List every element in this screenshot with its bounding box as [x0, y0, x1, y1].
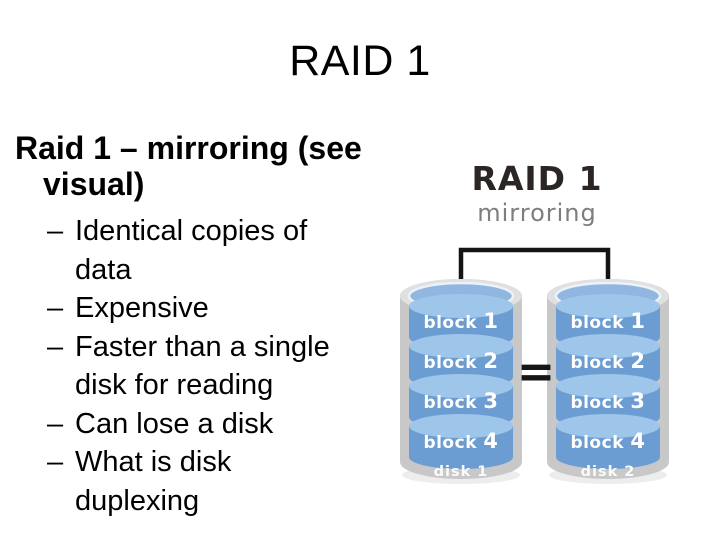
bullet-list: –Identical copies of data –Expensive –Fa… [47, 212, 377, 520]
bullet-text: Faster than a single [75, 330, 330, 363]
svg-text:block 3: block 3 [423, 389, 498, 413]
list-item: –Identical copies of data [47, 212, 377, 289]
block-band: block 4 [556, 414, 660, 469]
bullet-text: Can lose a disk [75, 407, 274, 440]
heading-line: visual) [43, 166, 145, 202]
dash-bullet-icon: – [47, 292, 64, 324]
disk-cylinder: block 1 block 2 block 3 block 4 disk 2 [547, 279, 669, 484]
heading-line: Raid 1 – mirroring (see [15, 130, 362, 166]
raid1-mirroring-diagram: RAID 1 mirroring block 1 block 2 [400, 159, 669, 484]
list-item: –Can lose a disk [47, 405, 377, 444]
svg-text:block 2: block 2 [570, 349, 645, 373]
dash-bullet-icon: – [47, 407, 64, 440]
list-item: –Expensive [47, 289, 377, 328]
mirror-connector-line [458, 247, 611, 297]
bullet-text: Identical copies of [75, 215, 308, 247]
equals-sign: = [517, 344, 556, 398]
page-title: RAID 1 [289, 37, 431, 85]
bullet-text: duplexing [75, 484, 200, 517]
block-band: block 4 [409, 414, 513, 469]
dash-bullet-icon: – [47, 330, 64, 363]
list-item: –Faster than a single disk for reading [47, 328, 377, 405]
svg-text:block 1: block 1 [570, 309, 645, 333]
svg-text:block 4: block 4 [423, 429, 498, 453]
svg-text:block 3: block 3 [570, 389, 645, 413]
bullet-text: What is disk [75, 446, 232, 478]
disk-name-label: disk 1 [434, 464, 489, 480]
svg-text:block 4: block 4 [570, 429, 645, 453]
disk-name-label: disk 2 [581, 464, 636, 480]
dash-bullet-icon: – [47, 215, 64, 247]
svg-text:block 2: block 2 [423, 349, 498, 373]
bullet-text: data [75, 253, 132, 286]
disk-cylinder: block 1 block 2 block 3 block 4 disk 1 [400, 279, 522, 484]
list-item: –What is disk duplexing [47, 443, 377, 520]
diagram-subtitle: mirroring [477, 199, 597, 227]
body-heading: Raid 1 – mirroring (see visual) [15, 130, 385, 202]
svg-text:block 1: block 1 [423, 309, 498, 333]
diagram-title: RAID 1 [471, 159, 602, 198]
bullet-text: disk for reading [75, 369, 274, 401]
bullet-text: Expensive [75, 292, 209, 324]
dash-bullet-icon: – [47, 446, 64, 478]
